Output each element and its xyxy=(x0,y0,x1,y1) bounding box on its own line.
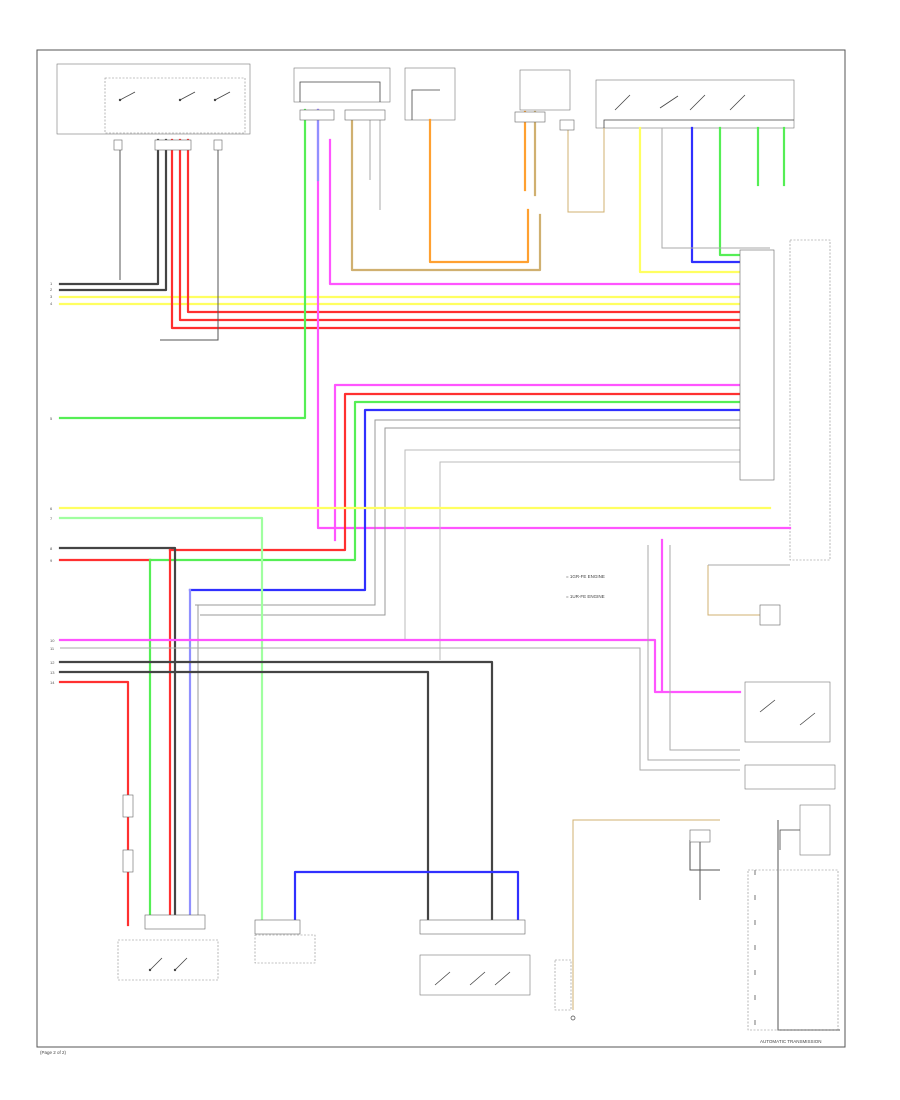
wire-black-lower-3 xyxy=(58,670,430,927)
component-ecm-bottom-right xyxy=(747,869,839,1031)
wire-red-2 xyxy=(178,138,772,322)
component-park-neutral-unit xyxy=(744,681,831,743)
wire-red-lower-2 xyxy=(58,680,130,927)
wire-tan-right xyxy=(707,565,775,616)
wire-gray-right-2 xyxy=(669,545,740,751)
wire-orange xyxy=(428,118,530,264)
component-instrument-panel-junction-block xyxy=(293,67,391,103)
connector-blocks xyxy=(113,109,781,935)
wire-yellow-mid xyxy=(638,126,772,274)
wire-bundle-middle xyxy=(58,383,772,932)
wire-green-top xyxy=(58,108,307,420)
component-shift-lever-assembly xyxy=(779,804,831,856)
wire-green-right xyxy=(718,126,772,257)
svg-text:13: 13 xyxy=(50,670,55,675)
diagram-title: AUTOMATIC TRANSMISSION xyxy=(760,1039,822,1044)
wire-pink-mid xyxy=(333,383,772,542)
component-transmission-control-switch xyxy=(595,79,795,129)
component-engine-control-relay xyxy=(519,69,571,111)
component-combination-meter xyxy=(744,764,836,790)
wire-bundle-lower xyxy=(58,538,840,1031)
wire-gray-top xyxy=(661,128,770,249)
wire-gray-mid-4 xyxy=(439,461,770,660)
svg-text:9: 9 xyxy=(50,558,53,563)
svg-text:5: 5 xyxy=(50,416,53,421)
wire-tan xyxy=(350,110,542,272)
svg-text:14: 14 xyxy=(50,680,55,685)
wire-black-thin-2 xyxy=(160,140,219,341)
svg-text:6: 6 xyxy=(50,506,53,511)
svg-text:3: 3 xyxy=(50,294,53,299)
wire-tan-loop xyxy=(567,120,605,213)
wire-black-lower-1 xyxy=(58,546,177,927)
wire-blue-mid xyxy=(188,408,772,592)
wire-pink-top xyxy=(328,138,772,286)
component-neutral-start-switch xyxy=(419,954,531,996)
component-engine-room-relay-block xyxy=(56,63,251,135)
wire-black-2 xyxy=(58,138,168,292)
wire-gray-lower-1 xyxy=(60,647,740,771)
diagram-frame xyxy=(36,49,846,1048)
wire-black-lower-2 xyxy=(58,660,494,927)
wire-pink-lower xyxy=(58,638,742,694)
component-ground-point xyxy=(554,959,576,1021)
wire-black-bottom-3 xyxy=(777,820,840,1031)
component-right-side-bracket xyxy=(789,239,831,561)
wire-red-3 xyxy=(186,138,772,314)
wire-red-mid xyxy=(168,392,772,552)
legend-item-1ur: = 1UR-FE ENGINE xyxy=(566,594,605,599)
component-stop-light-switch xyxy=(254,934,316,964)
wire-black-bottom-1 xyxy=(689,840,720,871)
wire-lightgreen-lower xyxy=(58,516,264,932)
svg-text:4: 4 xyxy=(50,301,53,306)
wire-bundle-top xyxy=(58,108,792,530)
wire-green-mid xyxy=(148,400,772,562)
svg-text:2: 2 xyxy=(50,287,53,292)
wire-pink-2 xyxy=(316,108,792,530)
wire-gray-mid-3 xyxy=(404,449,770,640)
svg-text:8: 8 xyxy=(50,546,53,551)
legend-item-1gr: = 1GR-FE ENGINE xyxy=(566,574,605,579)
wire-red-1 xyxy=(170,138,772,330)
svg-text:10: 10 xyxy=(50,638,55,643)
wire-gray-mid-2 xyxy=(200,427,770,616)
svg-text:11: 11 xyxy=(50,646,55,651)
wire-tan-bottom xyxy=(572,819,720,1010)
left-terminal-markers: 1 2 3 4 5 6 7 8 9 10 11 12 13 14 xyxy=(50,281,55,685)
wire-blue-bottom xyxy=(293,870,520,932)
wire-black-1 xyxy=(58,138,160,286)
wire-gray-mid-1 xyxy=(195,419,770,606)
wire-gray-right-1 xyxy=(647,545,740,761)
page-indicator: (Page 2 of 2) xyxy=(40,1050,67,1055)
component-transmission-shift-solenoid xyxy=(117,939,219,981)
component-junction-connector xyxy=(404,67,456,121)
svg-text:1: 1 xyxy=(50,281,53,286)
svg-text:12: 12 xyxy=(50,660,55,665)
engine-legend: = 1GR-FE ENGINE = 1UR-FE ENGINE xyxy=(566,574,605,599)
svg-text:7: 7 xyxy=(50,516,53,521)
